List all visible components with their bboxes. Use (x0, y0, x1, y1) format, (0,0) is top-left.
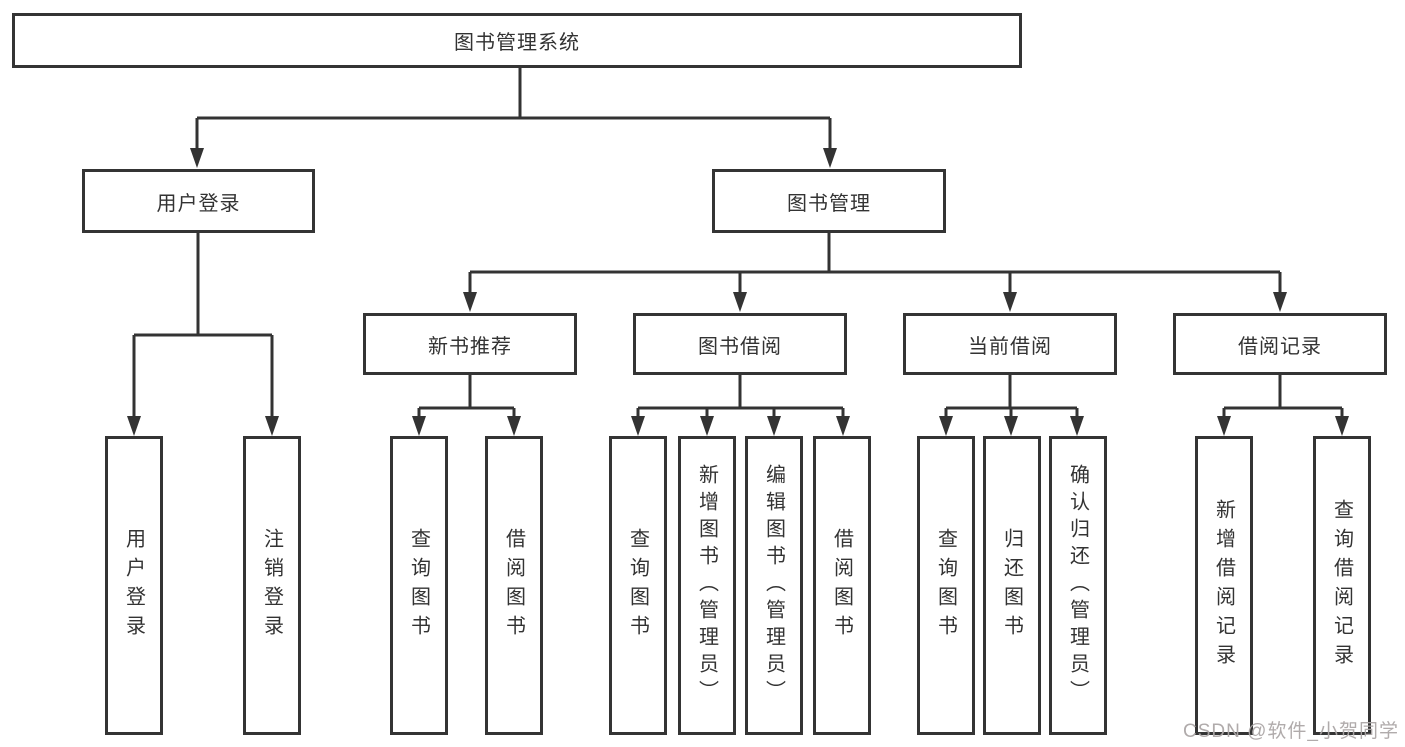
leaf-box-confirm-return-admin: 确认归还（管理员） (1049, 436, 1107, 735)
csdn-watermark: CSDN @软件_小贺同学 (1183, 721, 1399, 742)
node-box-root: 图书管理系统 (12, 13, 1022, 68)
node-box-new-book-recommendation: 新书推荐 (363, 313, 577, 375)
leaf-box-query-books-1: 查询图书 (390, 436, 448, 735)
leaf-box-return-books: 归还图书 (983, 436, 1041, 735)
leaf-box-add-books-admin: 新增图书（管理员） (678, 436, 736, 735)
connector-new-book-recommendation-to-leaves (412, 375, 521, 436)
leaf-box-borrow-books-2: 借阅图书 (813, 436, 871, 735)
node-box-user-login: 用户登录 (82, 169, 315, 233)
connector-current-borrowing-to-leaves (939, 375, 1084, 436)
leaf-box-query-books-2: 查询图书 (609, 436, 667, 735)
connector-user-login-to-leaves (127, 233, 279, 436)
node-box-borrowing-records: 借阅记录 (1173, 313, 1387, 375)
leaf-box-add-borrow-record: 新增借阅记录 (1195, 436, 1253, 735)
connector-root-to-level2 (190, 66, 837, 168)
node-box-book-management: 图书管理 (712, 169, 946, 233)
leaf-box-query-borrow-record: 查询借阅记录 (1313, 436, 1371, 735)
node-box-current-borrowing: 当前借阅 (903, 313, 1117, 375)
connector-borrowing-records-to-leaves (1217, 375, 1349, 436)
node-box-book-borrowing: 图书借阅 (633, 313, 847, 375)
connector-book-management-to-level3 (463, 233, 1287, 312)
leaf-box-query-books-3: 查询图书 (917, 436, 975, 735)
connector-book-borrowing-to-leaves (631, 375, 850, 436)
leaf-box-borrow-books-1: 借阅图书 (485, 436, 543, 735)
leaf-box-edit-books-admin: 编辑图书（管理员） (745, 436, 803, 735)
leaf-box-logout: 注销登录 (243, 436, 301, 735)
leaf-box-user-login: 用户登录 (105, 436, 163, 735)
